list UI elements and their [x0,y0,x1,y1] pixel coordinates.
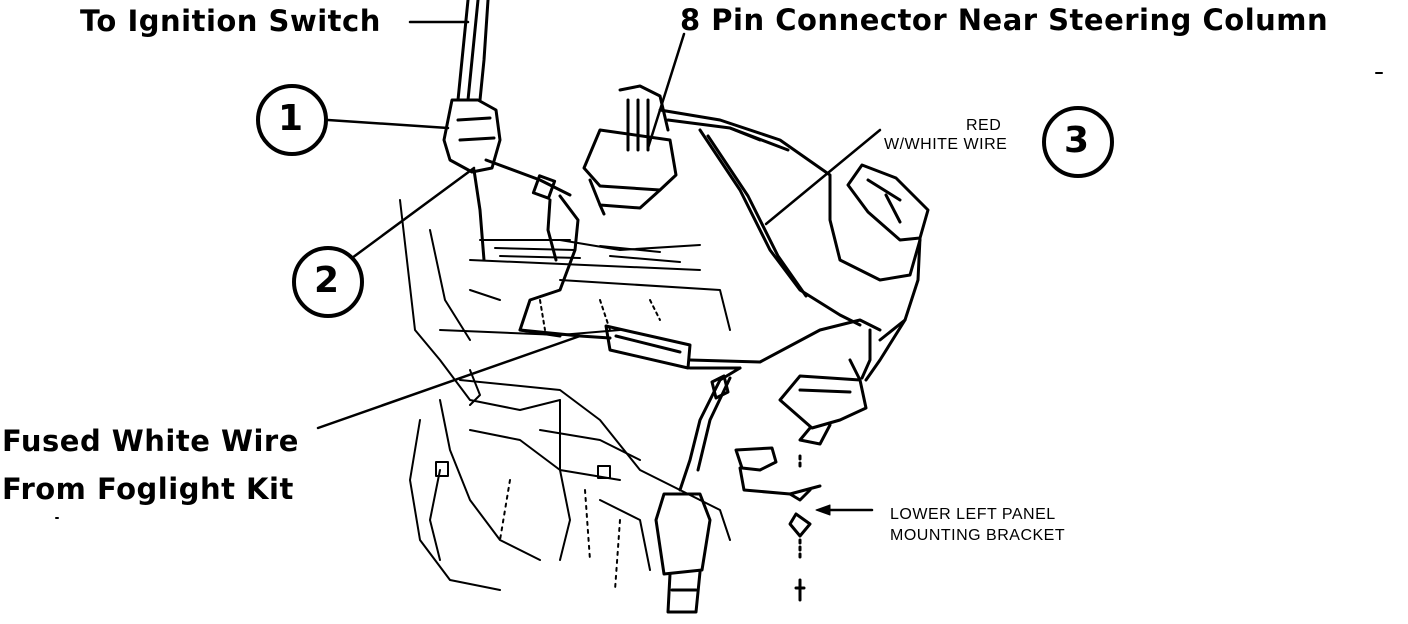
callout-circle-3 [1042,106,1114,178]
leader-callout-1 [326,118,450,130]
leader-callout-2 [350,166,476,260]
callout-number-1: 1 [278,98,304,139]
callout-circle-2 [292,246,364,318]
leader-fused [316,334,582,430]
callout-number-3: 3 [1064,120,1090,161]
label-bracket-line-1: LOWER LEFT PANEL [890,506,1056,523]
lower-switch [654,366,742,614]
label-red-line-1: RED [966,117,1002,134]
label-bracket-line-2: MOUNTING BRACKET [890,527,1066,544]
label-ignition-switch: To Ignition Switch [80,4,381,38]
ignition-harness [442,0,580,338]
fuse-holder-group [518,318,882,370]
mounting-bracket [734,446,822,602]
label-8-pin-connector: 8 Pin Connector Near Steering Column [680,3,1329,37]
eight-pin-connector [582,84,678,216]
leader-connector [646,32,686,150]
wire-bundle [489,239,681,263]
label-fused-line-1: Fused White Wire [2,424,299,458]
callout-circle-1 [256,84,328,156]
main-harness [658,108,922,327]
leader-red-white [764,128,882,226]
callout-number-2: 2 [314,260,340,301]
leader-lines [316,20,882,512]
label-red-line-2: W/WHITE WIRE [884,136,1008,153]
lower-connector [778,318,907,446]
label-fused-line-2: From Foglight Kit [2,472,294,506]
red-white-connector [846,163,930,342]
